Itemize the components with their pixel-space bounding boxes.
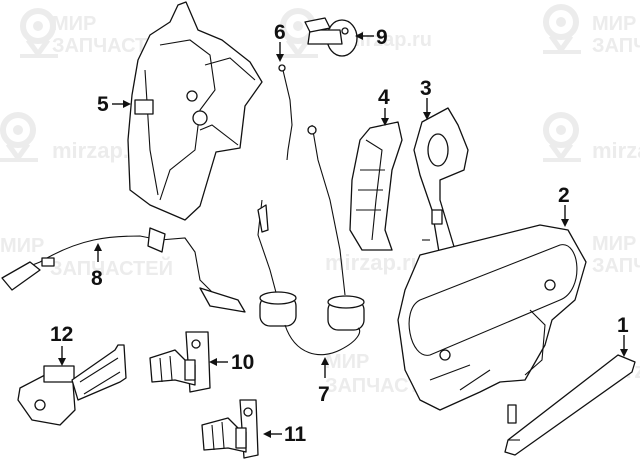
watermark-brand-line1: МИР [0, 235, 44, 257]
watermark-brand-line1: МИР [592, 233, 636, 255]
part-release-cable [257, 124, 365, 356]
part-wiring-harness [1, 227, 246, 313]
callout-8: 8 [91, 267, 103, 290]
arrow-head [620, 349, 628, 357]
watermark-logo [0, 112, 38, 163]
arrow-head [355, 32, 363, 40]
callout-10: 10 [231, 351, 254, 374]
part-door-check [17, 344, 127, 426]
watermark-brand-line2: ЗАПЧАСТЕЙ [592, 253, 640, 277]
watermark-site: mirzap.ru [325, 250, 424, 275]
callout-3: 3 [420, 77, 432, 100]
arrow-head [209, 358, 217, 366]
callout-arrows [58, 32, 628, 438]
arrow-head [94, 243, 102, 251]
watermark-brand-line1: МИР [325, 351, 369, 373]
watermark-brand-line2: ЗАПЧАСТЕЙ [50, 256, 173, 280]
callout-12: 12 [50, 323, 73, 346]
part-outside-handle [504, 354, 636, 456]
watermark-site: mirzap.ru [592, 138, 640, 163]
arrow-head [263, 430, 271, 438]
watermark-logo [543, 112, 581, 163]
watermark-brand-line1: МИР [52, 13, 96, 35]
watermark-brand-line1: МИР [592, 13, 636, 35]
arrow-head [423, 112, 431, 120]
part-lock-rod [278, 64, 293, 161]
arrow-head [321, 357, 329, 365]
callout-7: 7 [318, 383, 330, 406]
callout-1: 1 [617, 314, 629, 337]
part-reinforcement-bracket [349, 121, 403, 251]
callout-9: 9 [376, 26, 388, 49]
callout-2: 2 [558, 184, 570, 207]
watermark-brand-line2: ЗАПЧАСТЕЙ [592, 33, 640, 57]
part-handle-bracket [397, 224, 587, 411]
part-upper-hinge [149, 331, 211, 393]
arrow-head [123, 100, 131, 108]
part-lock-cylinder-bracket [413, 107, 469, 259]
part-lower-hinge [201, 399, 259, 459]
watermark-site: mirzap.ru [342, 29, 432, 51]
callout-11: 11 [284, 423, 307, 446]
watermark-logo [20, 8, 58, 59]
arrow-head [561, 219, 569, 227]
watermark-logo [543, 4, 581, 55]
arrow-head [381, 118, 389, 126]
callout-6: 6 [274, 21, 286, 44]
arrow-head [58, 358, 66, 366]
part-striker [304, 17, 358, 57]
callout-labels: 1 2 3 4 5 6 7 8 9 10 11 12 [50, 21, 629, 446]
callout-5: 5 [97, 93, 109, 116]
part-door-lock-actuator [127, 1, 263, 221]
watermark-layer: МИР ЗАПЧАСТЕЙ mirzap.ru МИР ЗАПЧАСТЕЙ mi… [0, 4, 640, 397]
arrow-head [276, 54, 284, 62]
callout-4: 4 [378, 86, 390, 109]
